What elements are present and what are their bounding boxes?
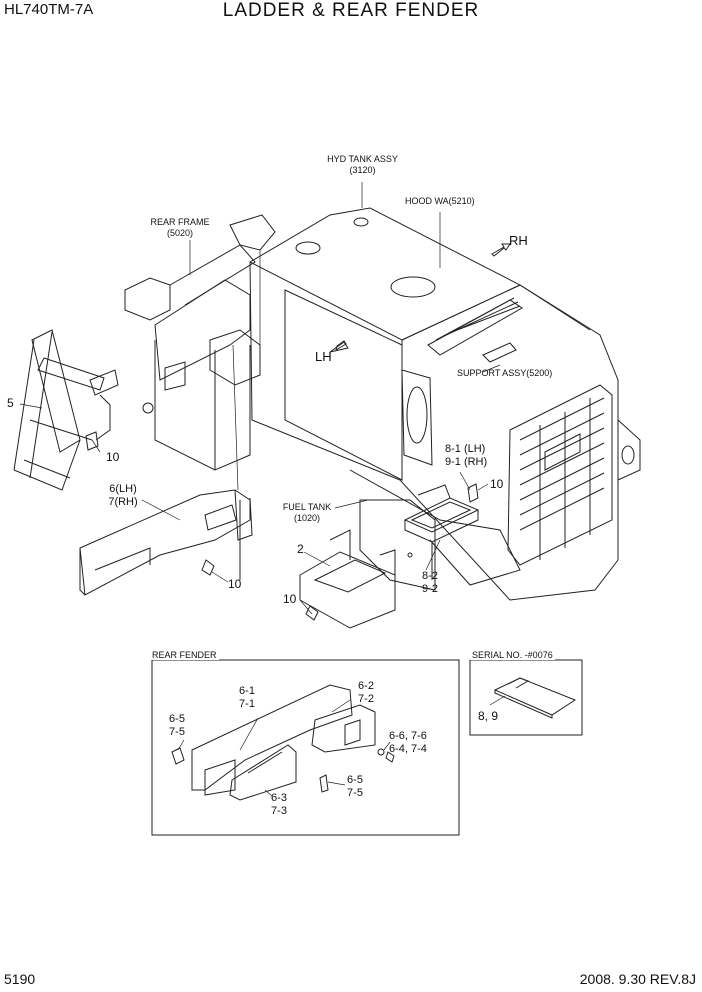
part-9-2-label: 9-2 [422, 582, 438, 595]
part-8-9-upper-label: 8-1 (LH) 9-1 (RH) [445, 443, 495, 468]
model-code: HL740TM-7A [4, 1, 94, 18]
fuel-tank-code: (1020) [293, 513, 320, 523]
part-6-3-7-3-label: 6-3 7-3 [268, 792, 290, 817]
part-6-1-7-1-label: 6-1 7-1 [236, 685, 258, 710]
part-7-rh: 7(RH) [108, 495, 138, 508]
part-7-5-upper: 7-5 [169, 725, 185, 738]
part-8-2-label: 8-2 [422, 570, 438, 582]
rear-frame-code: (5020) [166, 228, 193, 238]
callout-fuel-tank: FUEL TANK (1020) [278, 503, 336, 523]
ladder [13, 329, 119, 491]
part-6-1: 6-1 [239, 685, 255, 697]
hood-assembly [249, 207, 641, 601]
part-7-3: 7-3 [271, 804, 287, 817]
direction-arrows [329, 243, 511, 353]
part-6-5-7-5-upper-label: 6-5 7-5 [166, 713, 188, 738]
hyd-tank-name: HYD TANK ASSY [327, 154, 398, 164]
rear-fender [79, 489, 253, 596]
part-6-4-7-4: 6-4, 7-4 [389, 742, 427, 755]
rear-fender-box [151, 659, 460, 836]
part-6-lh: 6(LH) [109, 483, 137, 495]
revision-date: 2008. 9.30 REV.8J [579, 971, 696, 987]
direction-lh: LH [315, 349, 332, 364]
part-10-fender-label: 10 [228, 577, 242, 591]
part-2-label: 2 [297, 542, 304, 556]
part-8-9-lower-label: 8-2 9-2 [417, 570, 443, 595]
part-6-6-7-6: 6-6, 7-6 [389, 730, 427, 742]
fuel-tank-name: FUEL TANK [282, 502, 332, 512]
step-plate [403, 483, 480, 580]
step [299, 529, 396, 629]
direction-rh: RH [509, 233, 528, 248]
part-9-1-label: 9-1 (RH) [445, 455, 488, 468]
callout-hood-wa: HOOD WA(5210) [405, 196, 475, 206]
serial-box-title: SERIAL NO. -#0076 [470, 650, 555, 660]
part-7-1: 7-1 [239, 697, 255, 710]
hyd-tank-code: (3120) [349, 165, 376, 175]
part-10-ladder-label: 10 [106, 450, 120, 464]
page-title: LADDER & REAR FENDER [222, 0, 480, 21]
part-6-5-lower: 6-5 [347, 774, 363, 786]
serial-box [469, 659, 583, 736]
rear-fender-box-title: REAR FENDER [150, 650, 219, 660]
part-10-right-label: 10 [490, 477, 504, 491]
part-8-1-label: 8-1 (LH) [445, 443, 486, 455]
part-8-9-label: 8, 9 [478, 709, 499, 723]
part-7-2: 7-2 [358, 692, 374, 705]
part-6-2-7-2-label: 6-2 7-2 [355, 680, 377, 705]
rear-frame-name: REAR FRAME [150, 217, 210, 227]
part-6-5-upper: 6-5 [169, 713, 185, 725]
rear-frame [124, 214, 276, 471]
callout-rear-frame: REAR FRAME (5020) [147, 218, 213, 238]
fuel-tank [359, 499, 436, 591]
part-5-label: 5 [7, 396, 14, 410]
part-6-6-6-4-label: 6-6, 7-6 6-4, 7-4 [389, 730, 447, 755]
part-7-5-lower: 7-5 [347, 786, 363, 799]
callout-hyd-tank: HYD TANK ASSY (3120) [315, 155, 410, 175]
callout-support-assy: SUPPORT ASSY(5200) [457, 368, 553, 378]
part-6-5-7-5-lower-label: 6-5 7-5 [344, 774, 366, 799]
part-6-2: 6-2 [358, 680, 374, 692]
part-6-7-label: 6(LH) 7(RH) [104, 483, 142, 508]
part-6-3: 6-3 [271, 792, 287, 804]
page-number: 5190 [4, 971, 36, 987]
part-10-step-label: 10 [283, 592, 297, 606]
leader-lines [19, 182, 501, 615]
